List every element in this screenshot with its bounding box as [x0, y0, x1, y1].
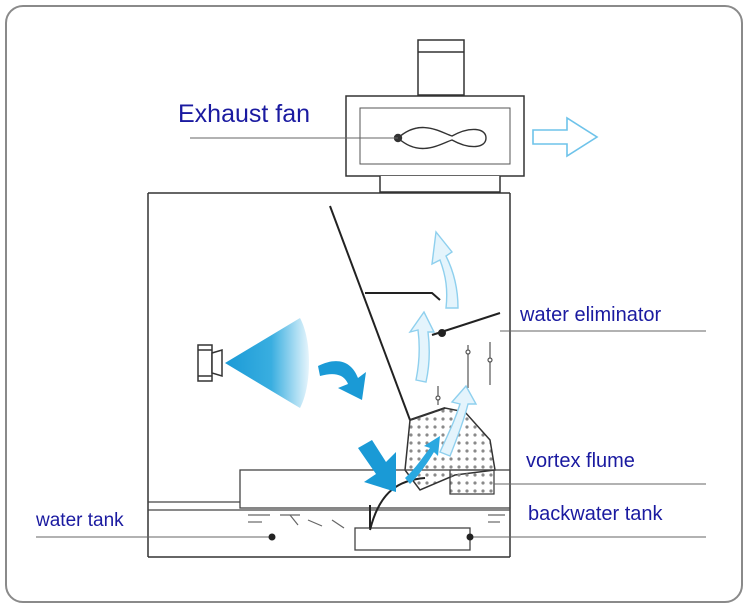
air-flow-arrows — [318, 361, 440, 492]
scrubber-body — [147, 192, 511, 558]
fan-chimney — [417, 39, 465, 96]
exhaust-out-arrow-icon — [532, 116, 599, 158]
water-eliminator-label: water eliminator — [520, 304, 662, 326]
spray-cone — [225, 318, 309, 408]
water-eliminator-plates — [431, 312, 501, 337]
vortex-flume-label: vortex flume — [526, 450, 635, 472]
water-surface — [248, 514, 505, 529]
fan-propeller-icon — [393, 126, 487, 150]
backwater-tank-marker — [466, 533, 474, 541]
backwater-tank-label: backwater tank — [528, 503, 663, 525]
water-tank-label: water tank — [36, 510, 124, 531]
exhaust-fan-housing — [345, 95, 525, 193]
water-tank-marker — [268, 533, 276, 541]
exhaust-fan-label: Exhaust fan — [178, 100, 311, 128]
water-droplets — [435, 342, 493, 405]
spray-nozzle-icon — [197, 344, 223, 382]
rising-air-arrows — [408, 230, 478, 457]
